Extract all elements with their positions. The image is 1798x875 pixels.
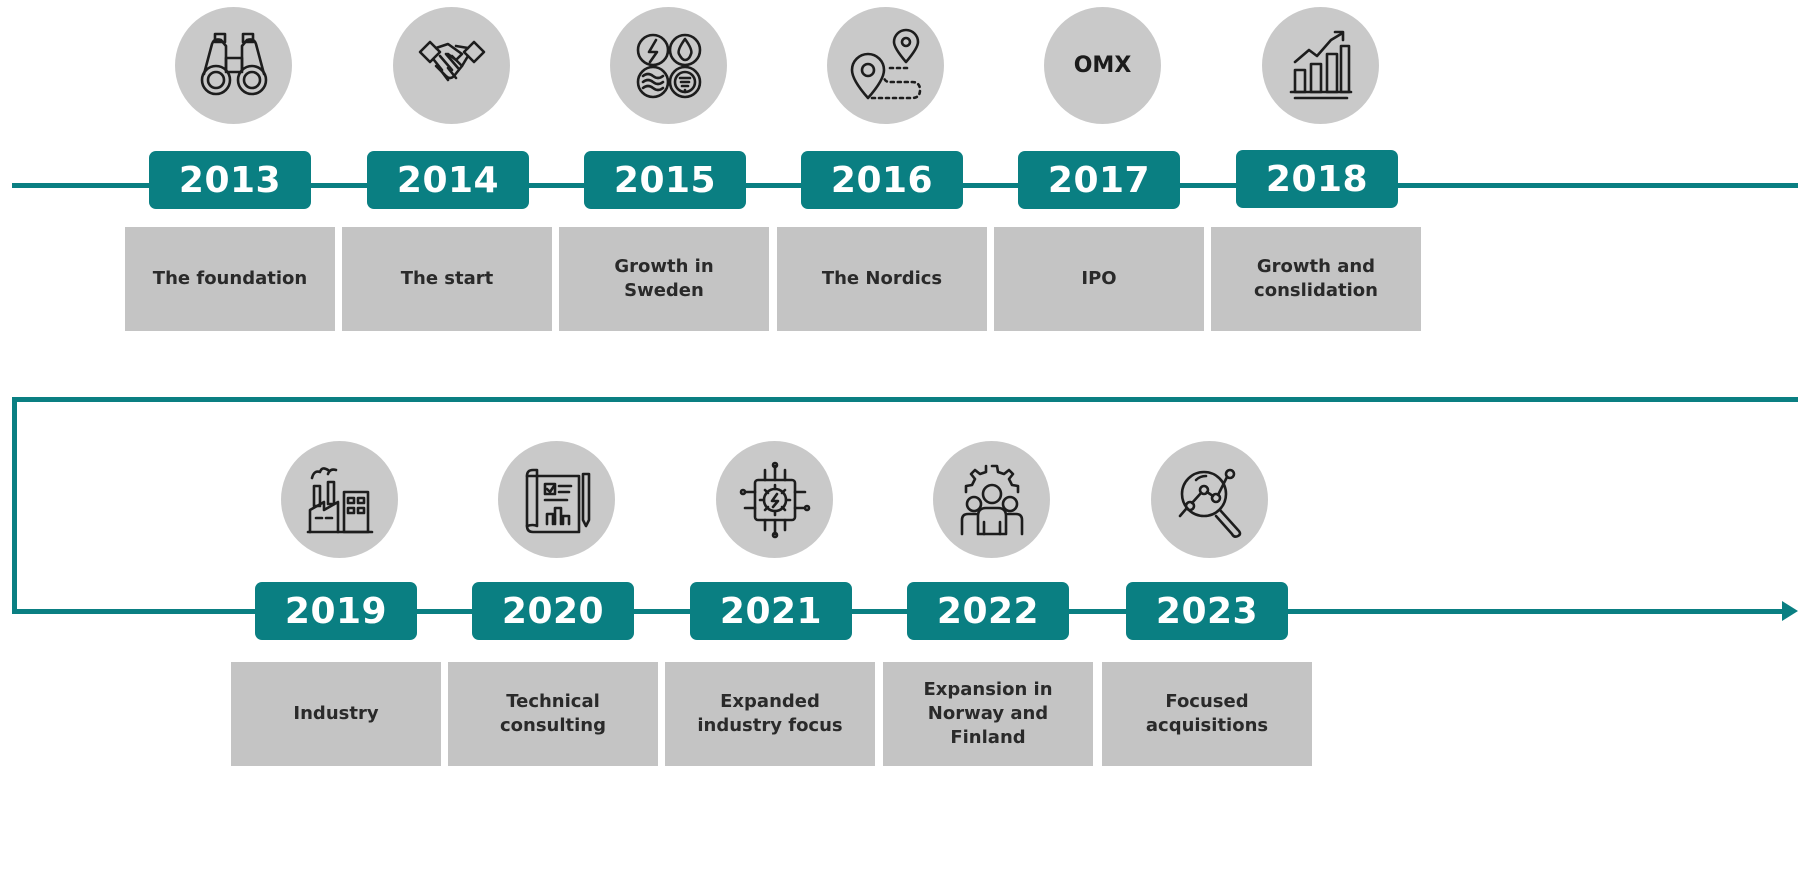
omx-logo-text: OMX xyxy=(1073,53,1132,78)
year-badge-2015: 2015 xyxy=(584,151,746,209)
year-badge-2016: 2016 xyxy=(801,151,963,209)
milestone-icon-2016 xyxy=(827,7,944,124)
growth-chart-icon xyxy=(1289,30,1352,99)
year-badge-2014: 2014 xyxy=(367,151,529,209)
year-badge-2013: 2013 xyxy=(149,151,311,209)
factory-icon xyxy=(306,466,373,533)
milestone-icon-2017: OMX xyxy=(1044,7,1161,124)
energy-water-icon xyxy=(636,33,701,98)
milestone-label-2023: Focused acquisitions xyxy=(1102,662,1312,766)
milestone-icon-2015 xyxy=(610,7,727,124)
year-badge-2023: 2023 xyxy=(1126,582,1288,640)
milestone-label-2016: The Nordics xyxy=(777,227,987,331)
milestone-icon-2020 xyxy=(498,441,615,558)
location-route-icon xyxy=(850,28,921,99)
binoculars-icon xyxy=(200,32,267,95)
milestone-label-2020: Technical consulting xyxy=(448,662,658,766)
handshake-icon xyxy=(418,40,485,81)
milestone-label-2018: Growth and conslidation xyxy=(1211,227,1421,331)
milestone-icon-2013 xyxy=(175,7,292,124)
timeline-line-connector-top xyxy=(12,397,1798,402)
year-badge-2017: 2017 xyxy=(1018,151,1180,209)
milestone-icon-2021 xyxy=(716,441,833,558)
blueprint-icon xyxy=(525,468,590,533)
search-analysis-icon xyxy=(1178,468,1241,538)
milestone-icon-2019 xyxy=(281,441,398,558)
milestone-label-2013: The foundation xyxy=(125,227,335,331)
timeline-arrowhead xyxy=(1782,601,1798,621)
team-gear-icon xyxy=(960,464,1023,535)
year-badge-2018: 2018 xyxy=(1236,150,1398,208)
milestone-label-2015: Growth in Sweden xyxy=(559,227,769,331)
milestone-label-2022: Expansion in Norway and Finland xyxy=(883,662,1093,766)
milestone-label-2014: The start xyxy=(342,227,552,331)
year-badge-2020: 2020 xyxy=(472,582,634,640)
year-badge-2022: 2022 xyxy=(907,582,1069,640)
timeline-line-bottom xyxy=(12,609,1782,614)
chip-gear-icon xyxy=(739,461,810,538)
milestone-label-2021: Expanded industry focus xyxy=(665,662,875,766)
year-badge-2019: 2019 xyxy=(255,582,417,640)
milestone-icon-2022 xyxy=(933,441,1050,558)
milestone-label-2017: IPO xyxy=(994,227,1204,331)
timeline-line-connector-left xyxy=(12,397,17,614)
milestone-label-2019: Industry xyxy=(231,662,441,766)
milestone-icon-2014 xyxy=(393,7,510,124)
milestone-icon-2018 xyxy=(1262,7,1379,124)
milestone-icon-2023 xyxy=(1151,441,1268,558)
year-badge-2021: 2021 xyxy=(690,582,852,640)
